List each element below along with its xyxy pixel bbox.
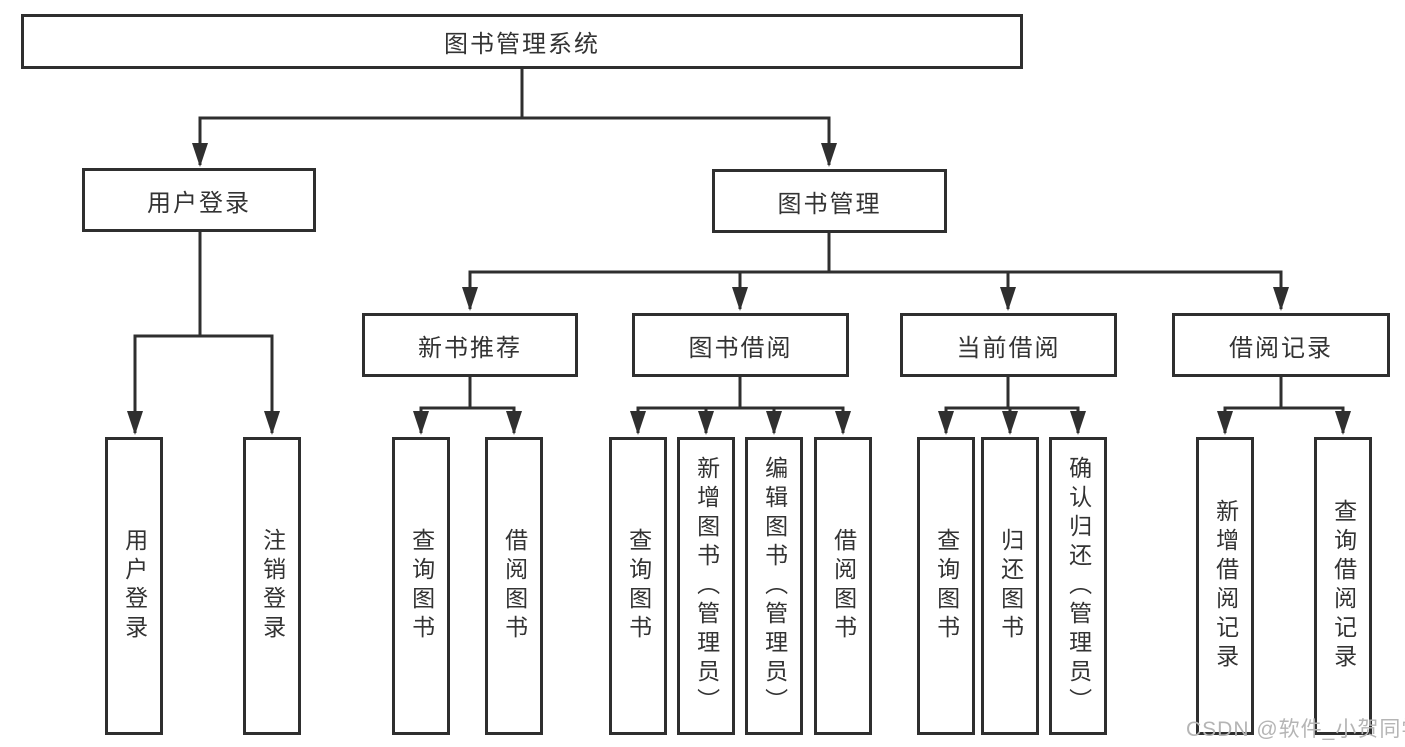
node-book-management-label: 图书管理 xyxy=(777,190,882,218)
connector-book-management-to-level3 xyxy=(462,233,1289,311)
connector-user-login-to-leaves xyxy=(127,232,280,435)
leaf-edit-books-admin-label: 编辑图书（管理员） xyxy=(761,455,788,717)
leaf-confirm-return-admin-label: 确认归还（管理员） xyxy=(1065,455,1092,717)
leaf-query-books-recommend-label: 查询图书 xyxy=(408,528,435,644)
leaf-borrow-books-recommend: 借阅图书 xyxy=(485,437,543,735)
leaf-add-books-admin: 新增图书（管理员） xyxy=(677,437,735,735)
leaf-logout-login: 注销登录 xyxy=(243,437,301,735)
leaf-add-books-admin-label: 新增图书（管理员） xyxy=(693,455,720,717)
node-new-book-recommend: 新书推荐 xyxy=(362,313,578,377)
leaf-add-borrow-record-label: 新增借阅记录 xyxy=(1212,499,1239,673)
connector-root-to-level2 xyxy=(192,69,837,167)
leaf-query-borrow-record-label: 查询借阅记录 xyxy=(1330,499,1357,673)
leaf-return-books: 归还图书 xyxy=(981,437,1039,735)
leaf-add-borrow-record: 新增借阅记录 xyxy=(1196,437,1254,735)
node-borrow-records: 借阅记录 xyxy=(1172,313,1390,377)
leaf-query-books-current: 查询图书 xyxy=(917,437,975,735)
node-book-borrow-label: 图书借阅 xyxy=(688,334,793,362)
leaf-borrow-books-label: 借阅图书 xyxy=(830,528,857,644)
node-current-borrow-label: 当前借阅 xyxy=(956,334,1061,362)
node-current-borrow: 当前借阅 xyxy=(900,313,1117,377)
node-user-login-label: 用户登录 xyxy=(147,189,251,217)
leaf-confirm-return-admin: 确认归还（管理员） xyxy=(1049,437,1107,735)
leaf-query-books-borrow-label: 查询图书 xyxy=(625,528,652,644)
node-root: 图书管理系统 xyxy=(21,14,1023,69)
watermark: CSDN @软件_小贺同学 xyxy=(1186,718,1405,741)
node-book-management: 图书管理 xyxy=(712,169,947,233)
leaf-return-books-label: 归还图书 xyxy=(997,528,1024,644)
leaf-query-books-borrow: 查询图书 xyxy=(609,437,667,735)
connector-new-book-recommend-to-leaves xyxy=(413,377,522,435)
leaf-logout-login-label: 注销登录 xyxy=(259,528,286,644)
node-borrow-records-label: 借阅记录 xyxy=(1229,334,1333,362)
node-root-label: 图书管理系统 xyxy=(444,31,600,58)
leaf-borrow-books: 借阅图书 xyxy=(814,437,872,735)
node-book-borrow: 图书借阅 xyxy=(632,313,849,377)
leaf-query-books-recommend: 查询图书 xyxy=(392,437,450,735)
connector-current-borrow-to-leaves xyxy=(938,377,1086,435)
connector-book-borrow-to-leaves xyxy=(630,377,851,435)
leaf-query-borrow-record: 查询借阅记录 xyxy=(1314,437,1372,735)
leaf-borrow-books-recommend-label: 借阅图书 xyxy=(501,528,528,644)
node-new-book-recommend-label: 新书推荐 xyxy=(418,334,522,362)
leaf-query-books-current-label: 查询图书 xyxy=(933,528,960,644)
leaf-edit-books-admin: 编辑图书（管理员） xyxy=(745,437,803,735)
connector-borrow-records-to-leaves xyxy=(1217,377,1351,435)
node-user-login: 用户登录 xyxy=(82,168,316,232)
leaf-user-login-label: 用户登录 xyxy=(121,528,148,644)
leaf-user-login: 用户登录 xyxy=(105,437,163,735)
